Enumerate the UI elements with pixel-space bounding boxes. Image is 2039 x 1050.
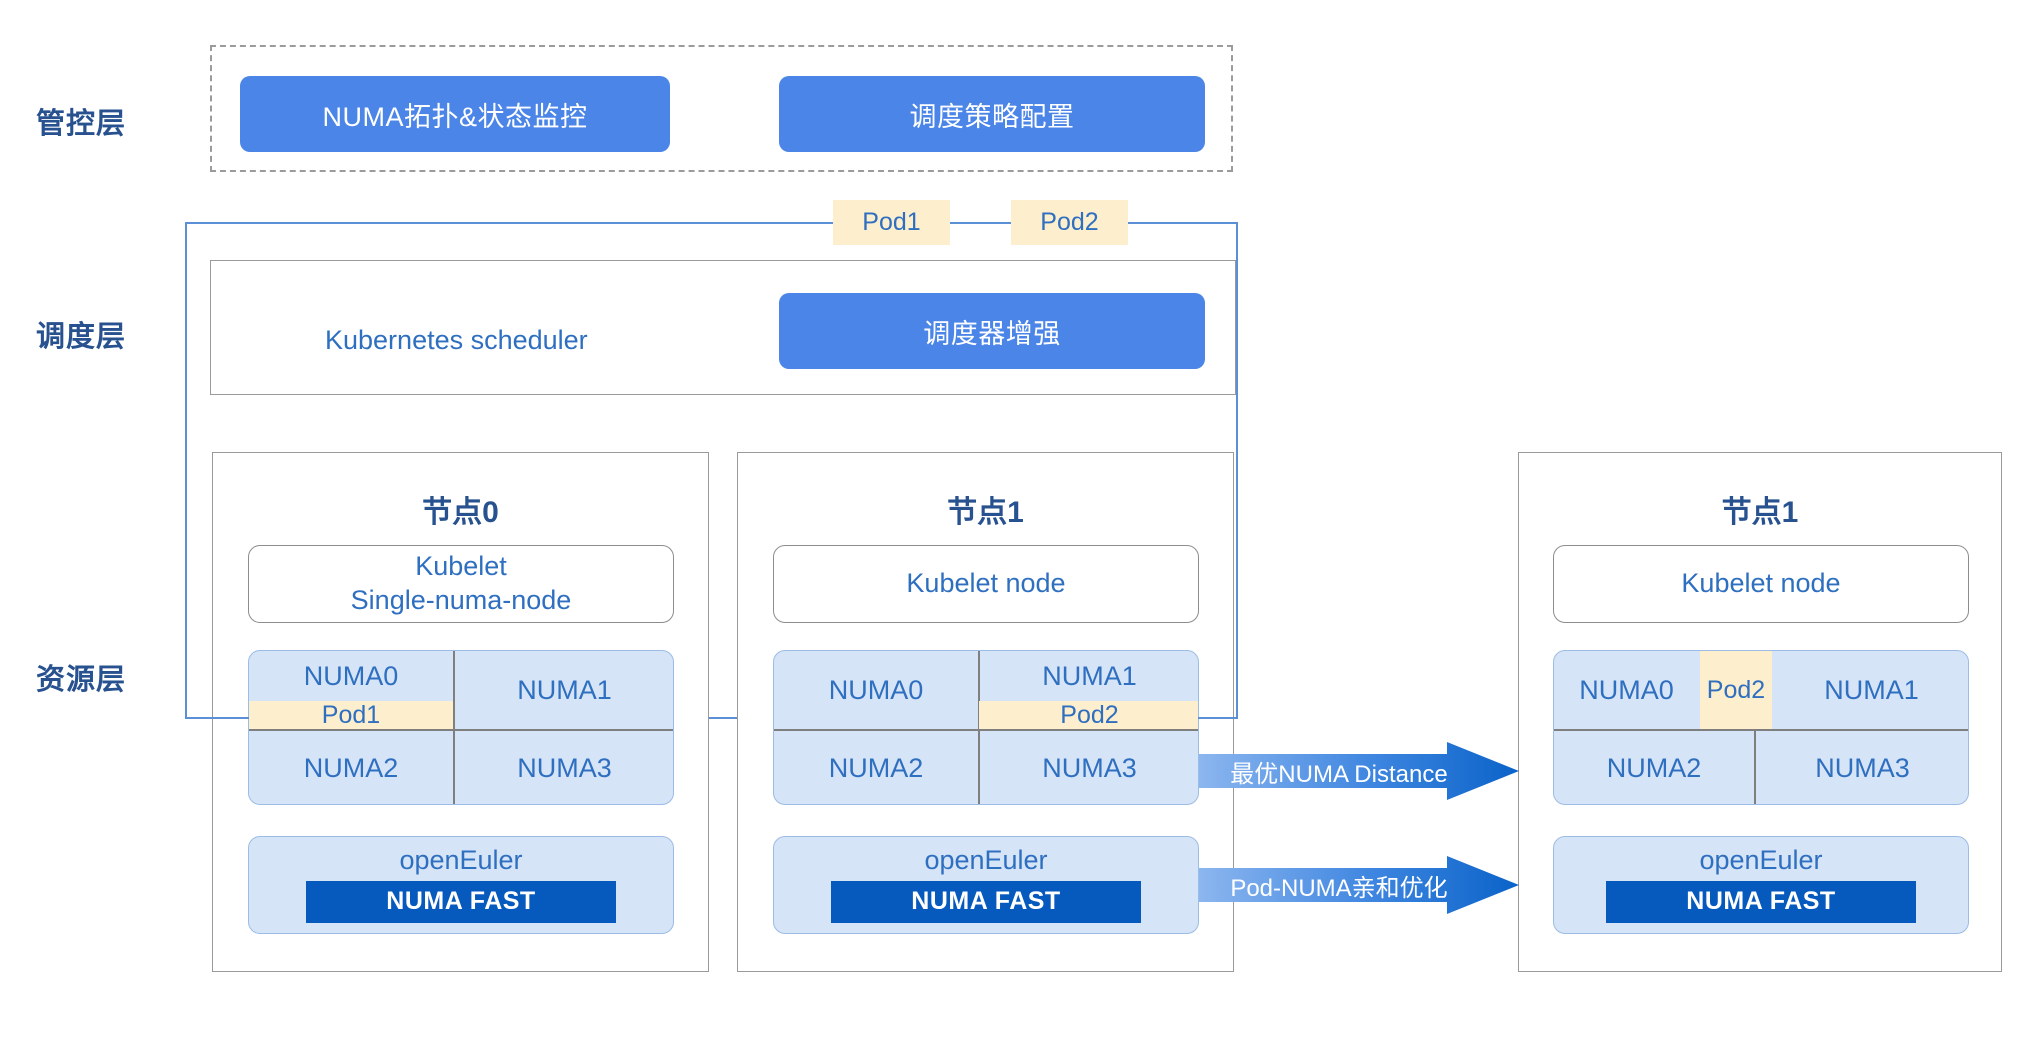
arrow-shape-icon (1199, 742, 1519, 800)
numa-grid-2: NUMA0 Pod2 NUMA1 NUMA2 NUMA3 (1553, 650, 1969, 805)
arrow-pod-numa-affinity: Pod-NUMA亲和优化 (1199, 856, 1519, 914)
numa-cell-0-3: NUMA3 (517, 752, 612, 783)
arrow-shape-icon (1199, 856, 1519, 914)
pod-strip-node2[interactable]: Pod2 (1700, 651, 1772, 729)
kubelet-box-0: Kubelet Single-numa-node (248, 545, 674, 623)
kubelet-line-1: Kubelet (415, 551, 507, 582)
connector-line-pod2 (1198, 717, 1238, 719)
scheduling-frame-top-line-mid (950, 222, 1011, 224)
numa-cell-2-0: NUMA0 (1579, 674, 1674, 705)
pod-chip-pod2[interactable]: Pod2 (1011, 200, 1128, 245)
scheduling-frame-top-line-left (185, 222, 833, 224)
arrow-optimal-numa-distance: 最优NUMA Distance (1199, 742, 1519, 800)
scheduler-enhancement-box[interactable]: 调度器增强 (779, 293, 1205, 369)
numa-cell-1-2: NUMA2 (828, 752, 924, 783)
pod-chip-pod2-label: Pod2 (1040, 208, 1099, 236)
pod-chip-pod1-label: Pod1 (862, 208, 921, 236)
kubelet-box-2: Kubelet node (1553, 545, 1969, 623)
numa-cell-0-1: NUMA1 (517, 674, 612, 705)
numa-cell-2-3: NUMA3 (1815, 752, 1910, 783)
numa-grid-1: NUMA0 NUMA1 Pod2 NUMA2 NUMA3 (773, 650, 1199, 805)
numa-grid-divider-vertical (978, 651, 980, 804)
pod-strip-node0[interactable]: Pod1 (249, 701, 453, 729)
openeuler-label-1: openEuler (924, 845, 1048, 875)
node-title-1: 节点1 (947, 496, 1024, 529)
numa-grid-divider-vertical (453, 651, 455, 804)
scheduler-enhancement-label: 调度器增强 (923, 318, 1061, 349)
numa-cell-1-1: NUMA1 (1042, 660, 1137, 691)
numa-cell-2-1: NUMA1 (1824, 674, 1919, 705)
layer-label-scheduling: 调度层 (36, 321, 127, 353)
layer-label-resource: 资源层 (36, 664, 127, 696)
numa-grid-divider-horizontal (1554, 729, 1968, 731)
layer-label-management: 管控层 (36, 108, 127, 140)
kubelet-line-1: Kubelet node (1681, 568, 1841, 599)
kubelet-box-1: Kubelet node (773, 545, 1199, 623)
connector-line-pod1 (185, 717, 249, 719)
numa-fast-badge-2: NUMA FAST (1606, 881, 1916, 923)
openeuler-box-0: openEuler NUMA FAST (248, 836, 674, 934)
numa-grid-divider-horizontal (774, 729, 1198, 731)
openeuler-box-2: openEuler NUMA FAST (1553, 836, 1969, 934)
numa-fast-badge-1: NUMA FAST (831, 881, 1141, 923)
numa-cell-0-2: NUMA2 (303, 752, 399, 783)
openeuler-box-1: openEuler NUMA FAST (773, 836, 1199, 934)
pod-chip-pod1[interactable]: Pod1 (833, 200, 950, 245)
scheduling-layer-frame (185, 222, 1238, 719)
numa-cell-1-0: NUMA0 (828, 674, 924, 705)
numa-topology-monitor-box[interactable]: NUMA拓扑&状态监控 (240, 76, 670, 152)
openeuler-label-0: openEuler (399, 845, 523, 875)
numa-topology-monitor-label: NUMA拓扑&状态监控 (322, 101, 588, 132)
numa-fast-badge-0: NUMA FAST (306, 881, 616, 923)
scheduling-frame-top-line-right (1128, 222, 1238, 224)
numa-cell-2-2: NUMA2 (1606, 752, 1702, 783)
openeuler-label-2: openEuler (1699, 845, 1823, 875)
numa-cell-0-0: NUMA0 (303, 660, 399, 691)
scheduling-policy-config-label: 调度策略配置 (909, 101, 1075, 132)
numa-grid-divider-horizontal (249, 729, 673, 731)
node-title-2: 节点1 (1721, 496, 1799, 529)
pod-strip-node1[interactable]: Pod2 (979, 701, 1198, 729)
numa-cell-1-3: NUMA3 (1042, 752, 1137, 783)
node-title-0: 节点0 (422, 496, 499, 529)
scheduling-policy-config-box[interactable]: 调度策略配置 (779, 76, 1205, 152)
kubelet-line-1: Kubelet node (906, 568, 1066, 599)
numa-grid-0: NUMA0 Pod1 NUMA1 NUMA2 NUMA3 (248, 650, 674, 805)
numa-grid-divider-vertical-bottom (1754, 730, 1756, 804)
kubelet-line-2: Single-numa-node (350, 585, 572, 615)
kubernetes-scheduler-label: Kubernetes scheduler (325, 325, 588, 355)
